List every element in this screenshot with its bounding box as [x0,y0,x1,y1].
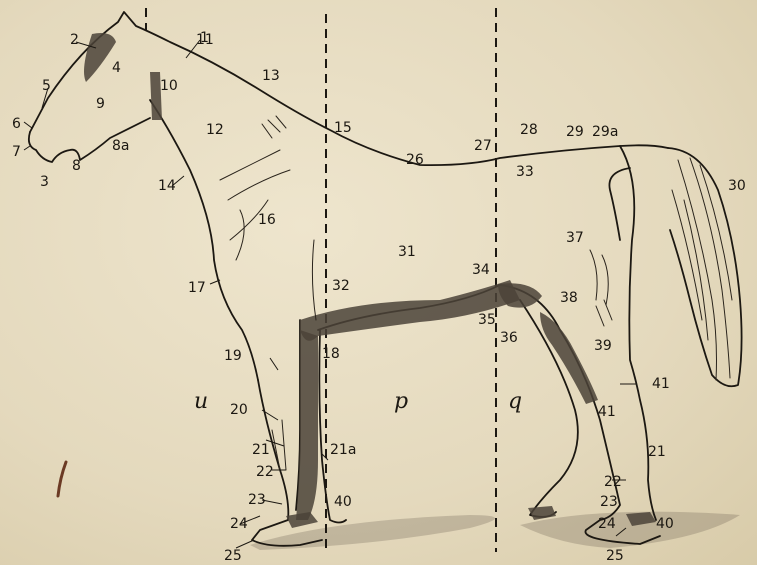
label-39: 39 [594,338,612,354]
label-25-front: 25 [224,548,242,564]
label-32: 32 [332,278,350,294]
section-label-p: p [394,389,408,414]
label-24-hind: 24 [598,516,616,532]
muscle-lines [220,116,612,470]
label-24-front: 24 [230,516,248,532]
label-23-hind: 23 [600,494,618,510]
label-7: 7 [12,144,21,160]
label-9: 9 [96,96,105,112]
label-40-hind: 40 [656,516,674,532]
section-label-q: q [508,389,522,414]
label-37: 37 [566,230,584,246]
label-8a: 8a [112,138,130,154]
label-16: 16 [258,212,276,228]
label-5: 5 [42,78,51,94]
label-10: 10 [160,78,178,94]
label-27: 27 [474,138,492,154]
label-21-front: 21 [252,442,270,458]
label-33: 33 [516,164,534,180]
anatomy-labels: 1 2 3 4 5 6 7 8 8a 9 10 11 12 13 14 15 1… [12,30,746,564]
label-21-hind: 21 [648,444,666,460]
label-6: 6 [12,116,21,132]
label-11: 11 [196,32,214,48]
label-34: 34 [472,262,490,278]
label-18: 18 [322,346,340,362]
label-40-front: 40 [334,494,352,510]
label-8: 8 [72,158,81,174]
leader-lines [24,40,636,548]
label-22-front: 22 [256,464,274,480]
label-4: 4 [112,60,121,76]
label-23-front: 23 [248,492,266,508]
label-3: 3 [40,174,49,190]
label-15: 15 [334,120,352,136]
label-28: 28 [520,122,538,138]
label-38: 38 [560,290,578,306]
pencil-mark [58,462,66,496]
label-41-upper: 41 [652,376,670,392]
label-21a: 21a [330,442,356,458]
label-22-hind: 22 [604,474,622,490]
label-29a: 29a [592,124,618,140]
label-35: 35 [478,312,496,328]
section-label-u: u [194,389,208,414]
label-26: 26 [406,152,424,168]
label-36: 36 [500,330,518,346]
label-25-hind: 25 [606,548,624,564]
label-41-lower: 41 [598,404,616,420]
label-12: 12 [206,122,224,138]
label-30: 30 [728,178,746,194]
label-17: 17 [188,280,206,296]
label-19: 19 [224,348,242,364]
label-31: 31 [398,244,416,260]
label-2: 2 [70,32,79,48]
label-29: 29 [566,124,584,140]
horse-shading [84,33,656,528]
label-14: 14 [158,178,176,194]
label-13: 13 [262,68,280,84]
label-20: 20 [230,402,248,418]
